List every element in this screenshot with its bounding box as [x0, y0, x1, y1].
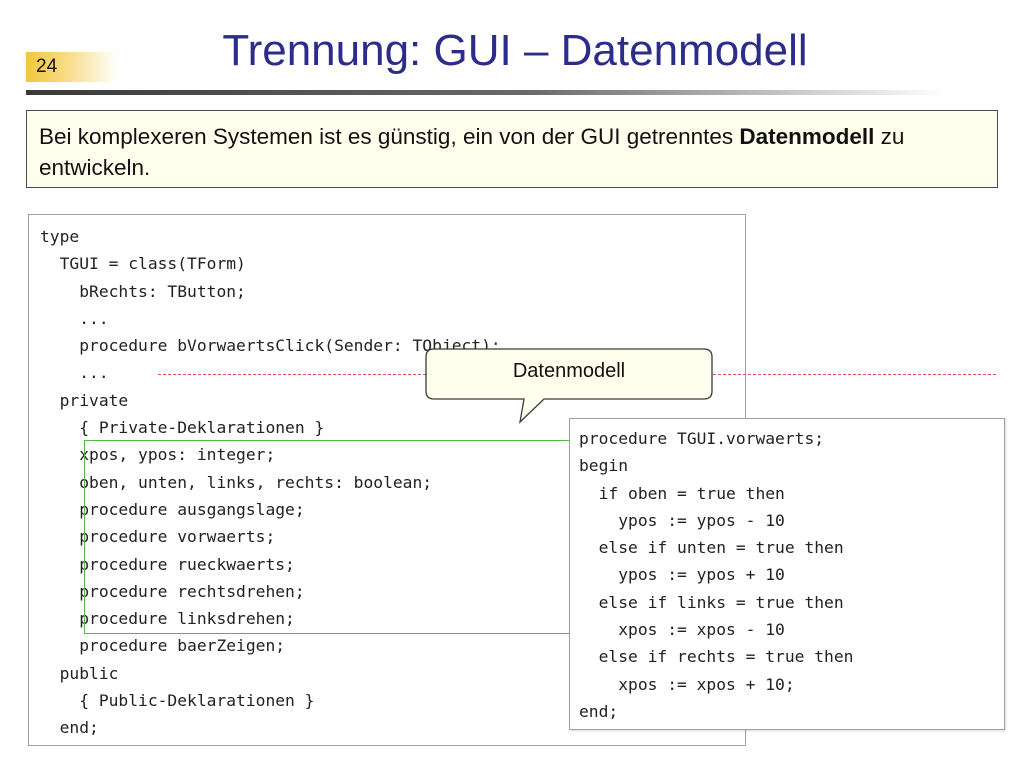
code-line: procedure linksdrehen;	[40, 609, 295, 629]
info-text-start: Bei komplexeren Systemen ist es günstig,…	[39, 124, 740, 149]
code-line: else if rechts = true then	[579, 647, 854, 667]
vorwaerts-procedure-code-panel: procedure TGUI.vorwaerts; begin if oben =…	[569, 418, 1005, 730]
slide-title: Trennung: GUI – Datenmodell	[222, 26, 808, 75]
code-line: xpos := xpos + 10;	[579, 674, 795, 694]
code-line: public	[40, 663, 119, 683]
info-text-end: zu entwickeln.	[39, 124, 905, 180]
callout-bubble	[425, 348, 713, 424]
code-line: else if links = true then	[579, 592, 844, 612]
slide-number-badge: 24	[26, 52, 118, 82]
info-text-bold: Datenmodell	[739, 124, 875, 149]
datenmodell-highlight-box	[84, 440, 574, 634]
class-declaration-code-panel: type TGUI = class(TForm) bRechts: TButto…	[28, 214, 746, 746]
code-line: type	[40, 227, 80, 246]
code-line: procedure baerZeigen;	[40, 636, 286, 656]
code-line: oben, unten, links, rechts: boolean;	[40, 472, 433, 492]
code-line: if oben = true then	[579, 483, 785, 503]
code-line: procedure ausgangslage;	[40, 499, 305, 519]
code-line: xpos, ypos: integer;	[40, 445, 276, 465]
code-line: else if unten = true then	[579, 538, 844, 558]
code-line: ...	[40, 308, 109, 328]
info-box: Bei komplexeren Systemen ist es günstig,…	[26, 110, 998, 188]
code-line: TGUI = class(TForm)	[40, 254, 246, 274]
code-line: procedure rueckwaerts;	[40, 554, 295, 574]
code-line: begin	[579, 456, 629, 476]
title-underline	[26, 90, 946, 95]
callout-label: Datenmodell	[512, 360, 626, 382]
code-line: end;	[40, 718, 99, 738]
code-line: { Private-Deklarationen }	[40, 418, 325, 438]
code-line: bRechts: TButton;	[40, 281, 246, 301]
slide-number: 24	[36, 56, 58, 77]
code-line: ypos := ypos + 10	[579, 565, 785, 585]
code-line: end;	[579, 701, 619, 721]
code-line: private	[40, 390, 129, 410]
code-line: ...	[40, 363, 109, 383]
code-line: xpos := xpos - 10	[579, 620, 785, 640]
code-line: procedure vorwaerts;	[40, 527, 276, 547]
code-line: ypos := ypos - 10	[579, 510, 785, 530]
code-line: procedure rechtsdrehen;	[40, 581, 305, 601]
code-line: { Public-Deklarationen }	[40, 691, 315, 711]
code-line: procedure TGUI.vorwaerts;	[579, 429, 825, 448]
